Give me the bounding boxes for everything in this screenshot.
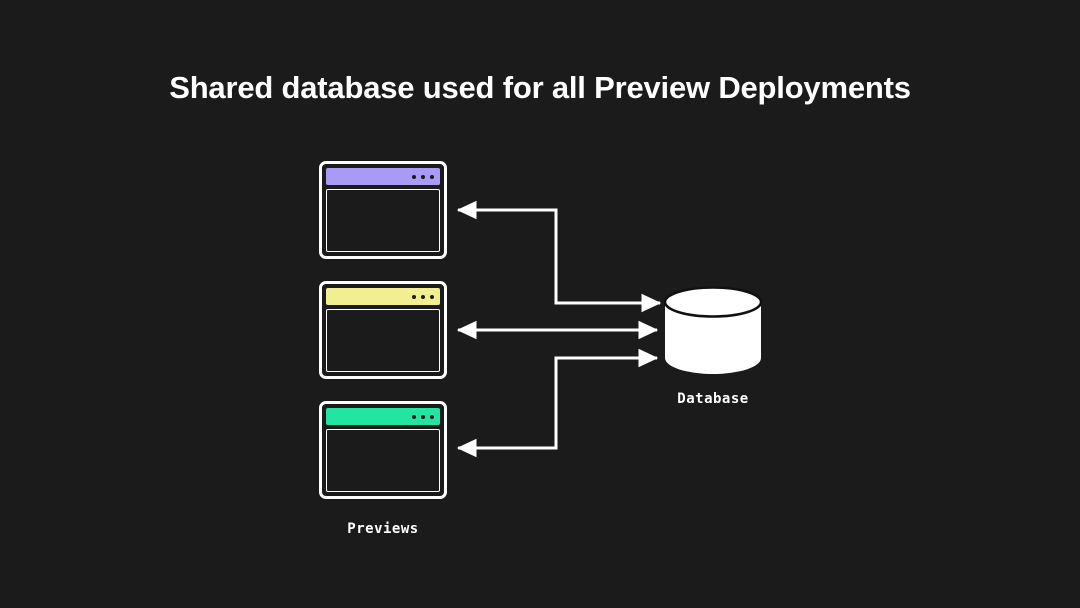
window-dot-minimize-icon bbox=[421, 294, 425, 299]
window-dot-close-icon bbox=[412, 414, 416, 419]
window-dot-maximize-icon bbox=[430, 414, 434, 419]
window-dot-minimize-icon bbox=[421, 414, 425, 419]
connector-database-to-preview-1 bbox=[456, 200, 662, 313]
preview-window-2[interactable] bbox=[319, 281, 447, 379]
database-cylinder-icon[interactable] bbox=[663, 286, 763, 374]
preview-window-3-viewport bbox=[326, 429, 440, 492]
window-dot-close-icon bbox=[412, 294, 416, 299]
preview-window-3[interactable] bbox=[319, 401, 447, 499]
preview-window-2-viewport bbox=[326, 309, 440, 372]
preview-window-1[interactable] bbox=[319, 161, 447, 259]
window-dot-close-icon bbox=[412, 174, 416, 179]
preview-window-2-titlebar bbox=[326, 288, 440, 305]
database-caption: Database bbox=[677, 391, 749, 407]
preview-window-1-viewport bbox=[326, 189, 440, 252]
page-title: Shared database used for all Preview Dep… bbox=[169, 70, 911, 105]
preview-window-1-titlebar bbox=[326, 168, 440, 185]
preview-window-3-titlebar bbox=[326, 408, 440, 425]
window-dot-maximize-icon bbox=[430, 294, 434, 299]
window-dot-maximize-icon bbox=[430, 174, 434, 179]
window-dot-minimize-icon bbox=[421, 174, 425, 179]
previews-caption: Previews bbox=[347, 521, 419, 537]
